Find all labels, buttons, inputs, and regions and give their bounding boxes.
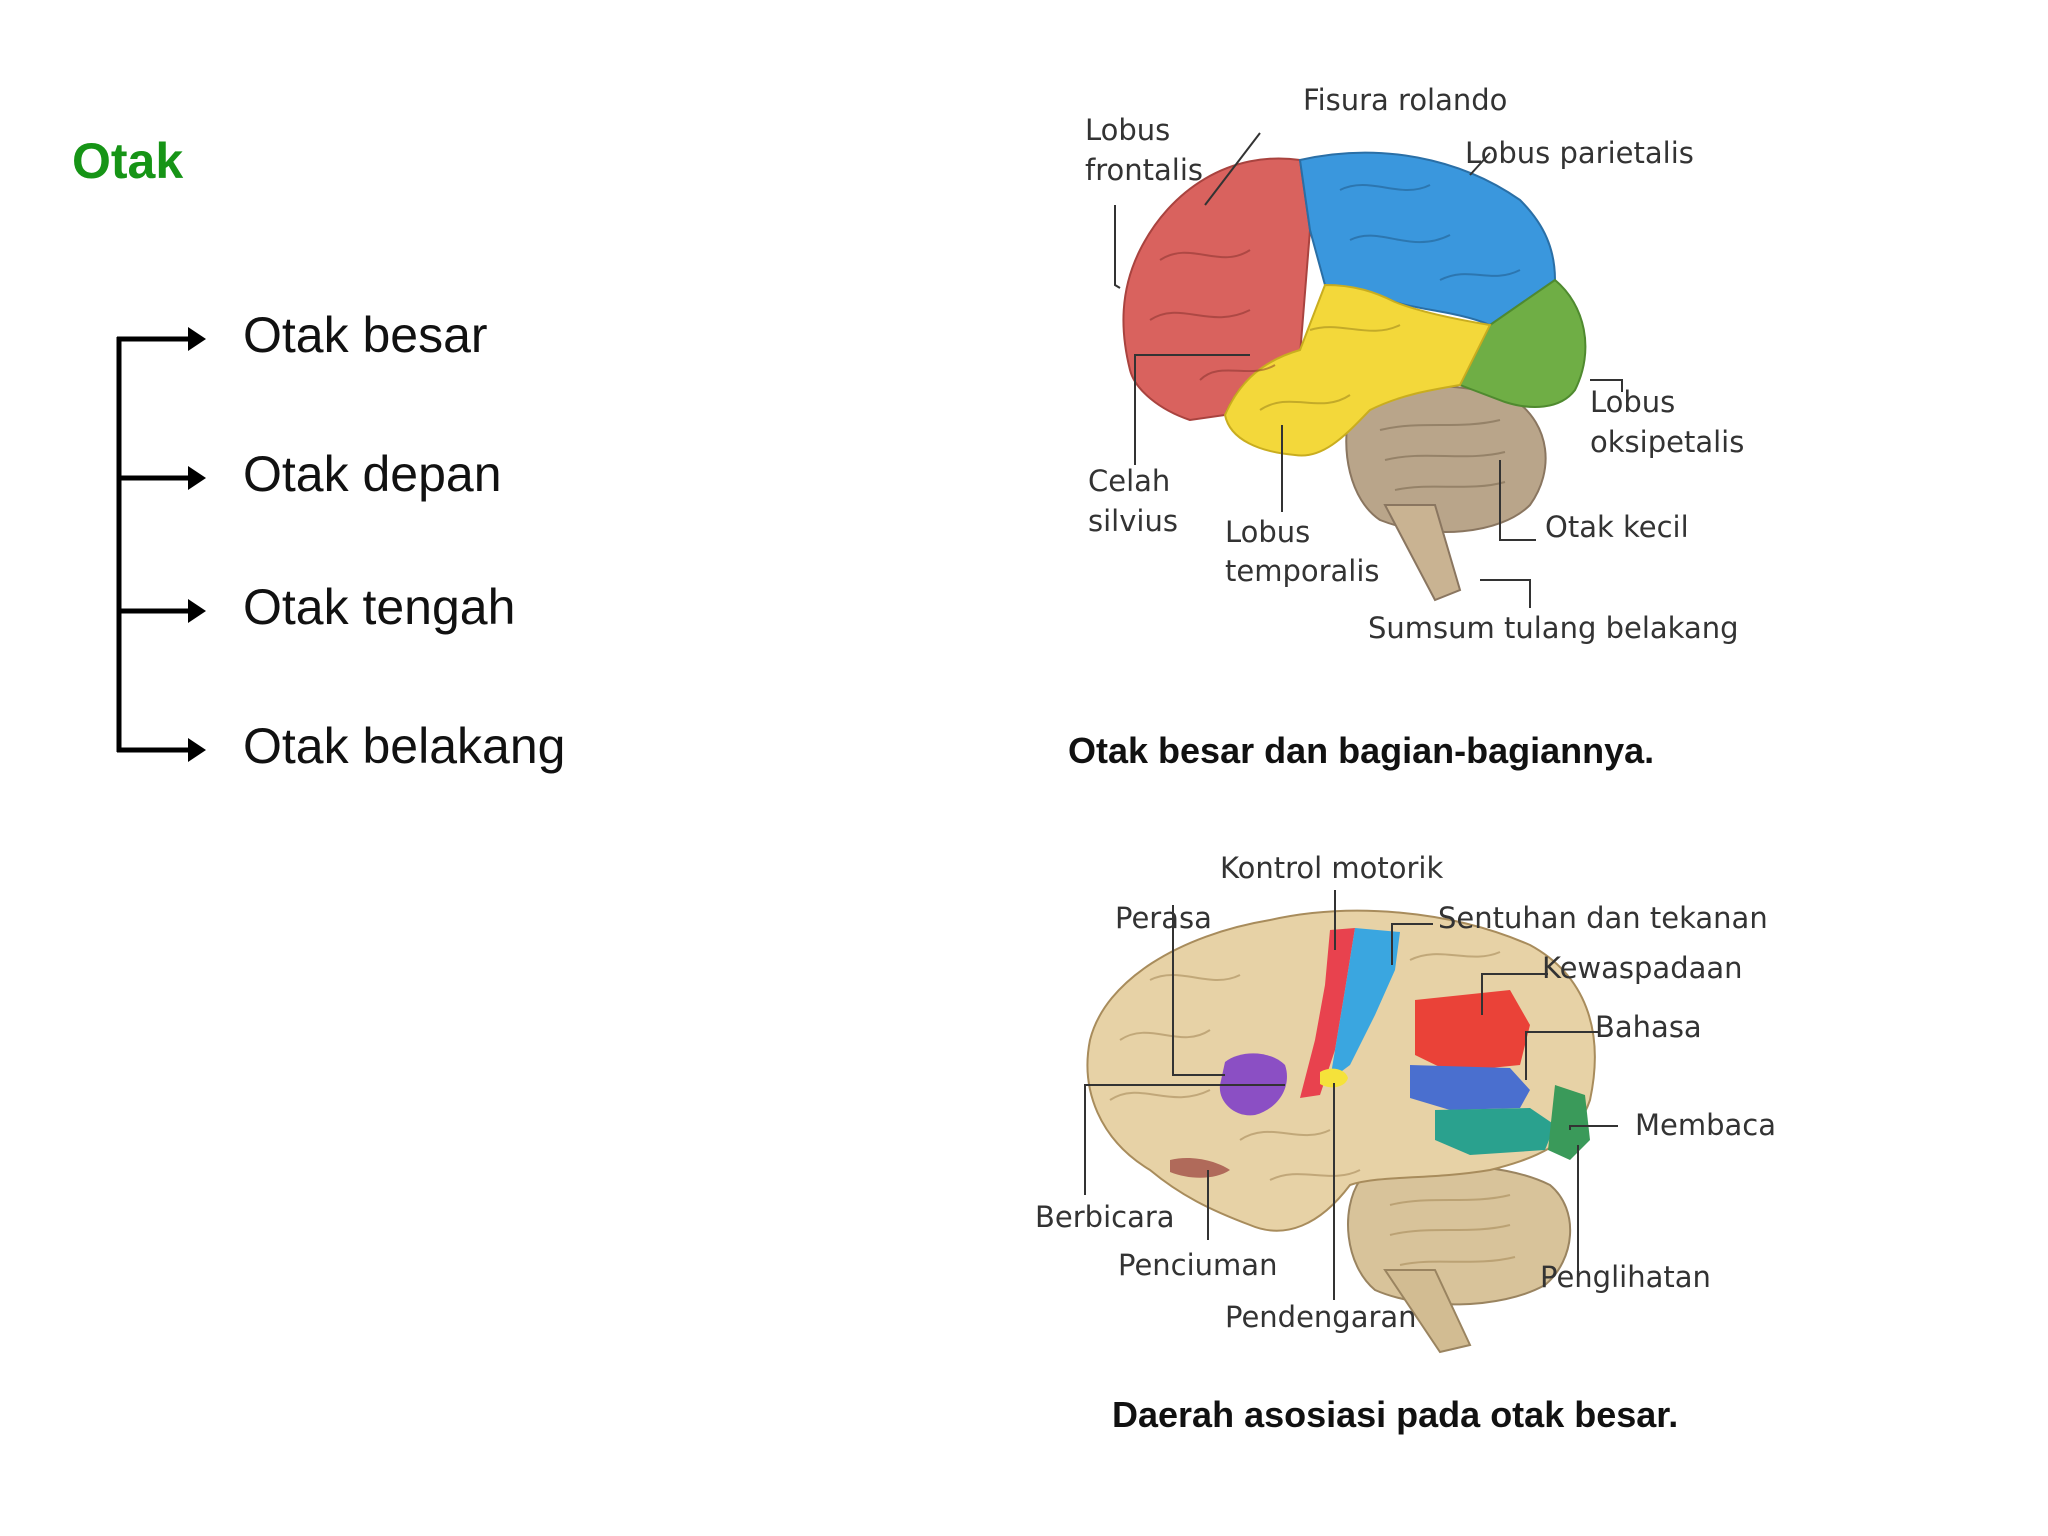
label-sentuhan-dan-tekanan: Sentuhan dan tekanan xyxy=(1438,901,1768,935)
area-reading xyxy=(1435,1108,1555,1155)
arrow-icon xyxy=(117,599,206,623)
label-kewaspadaan: Kewaspadaan xyxy=(1542,951,1743,985)
area-touch xyxy=(1330,928,1400,1080)
label-lobus-oksipetalis: Lobus xyxy=(1590,385,1675,419)
list-item-otak-tengah: Otak tengah xyxy=(243,579,516,635)
label-pendengaran: Pendengaran xyxy=(1225,1300,1417,1334)
label-otak-kecil: Otak kecil xyxy=(1545,510,1689,544)
label-lobus-temporalis: Lobus xyxy=(1225,515,1310,549)
figure1-caption: Otak besar dan bagian-bagiannya. xyxy=(1068,730,1655,771)
label-berbicara: Berbicara xyxy=(1035,1200,1175,1234)
arrow-icon xyxy=(117,738,206,762)
label-celah-silvius: Celah xyxy=(1088,464,1170,498)
figure2-caption: Daerah asosiasi pada otak besar. xyxy=(1112,1394,1679,1435)
lobe-occipital xyxy=(1458,278,1587,408)
brain-stem xyxy=(1383,1269,1472,1354)
list-bracket xyxy=(116,327,206,762)
label-kontrol-motorik: Kontrol motorik xyxy=(1220,851,1443,885)
list-item-otak-besar: Otak besar xyxy=(243,307,488,363)
page-title: Otak xyxy=(72,133,184,189)
list-item-otak-belakang: Otak belakang xyxy=(243,718,566,774)
brain-stem xyxy=(1383,504,1462,602)
area-hearing xyxy=(1320,1068,1348,1088)
label-lobus-oksipetalis: oksipetalis xyxy=(1590,425,1744,459)
area-labels: Kontrol motorik Perasa Sentuhan dan teka… xyxy=(1035,851,1776,1334)
arrow-icon xyxy=(117,327,206,351)
list-item-otak-depan: Otak depan xyxy=(243,446,502,502)
arrow-icon xyxy=(117,466,206,490)
label-celah-silvius: silvius xyxy=(1088,504,1178,538)
label-sumsum-tulang-belakang: Sumsum tulang belakang xyxy=(1368,611,1739,645)
label-membaca: Membaca xyxy=(1635,1108,1776,1142)
brain-lobes-diagram: Lobus frontalis Fisura rolando Lobus par… xyxy=(1085,83,1744,645)
label-penglihatan: Penglihatan xyxy=(1540,1260,1711,1294)
label-perasa: Perasa xyxy=(1115,901,1212,935)
leader-lines xyxy=(1084,890,1618,1300)
area-language xyxy=(1410,1065,1530,1110)
label-lobus-frontalis: Lobus xyxy=(1085,113,1170,147)
label-lobus-frontalis: frontalis xyxy=(1085,153,1203,187)
cerebellum xyxy=(1347,1164,1571,1306)
brain-illustration xyxy=(1122,151,1587,602)
label-penciuman: Penciuman xyxy=(1118,1248,1277,1282)
area-alert xyxy=(1415,990,1530,1072)
label-lobus-temporalis: temporalis xyxy=(1225,554,1380,588)
brain-illustration xyxy=(1086,909,1596,1354)
label-bahasa: Bahasa xyxy=(1595,1010,1702,1044)
lobe-temporal xyxy=(1223,283,1492,457)
area-smell xyxy=(1170,1158,1230,1178)
label-lobus-parietalis: Lobus parietalis xyxy=(1465,136,1694,170)
lobe-labels: Lobus frontalis Fisura rolando Lobus par… xyxy=(1085,83,1744,645)
area-motor xyxy=(1300,928,1355,1098)
label-fisura-rolando: Fisura rolando xyxy=(1303,83,1507,117)
area-vision xyxy=(1548,1085,1590,1160)
brain-association-diagram: Kontrol motorik Perasa Sentuhan dan teka… xyxy=(1035,851,1776,1354)
leader-lines xyxy=(1114,132,1623,608)
